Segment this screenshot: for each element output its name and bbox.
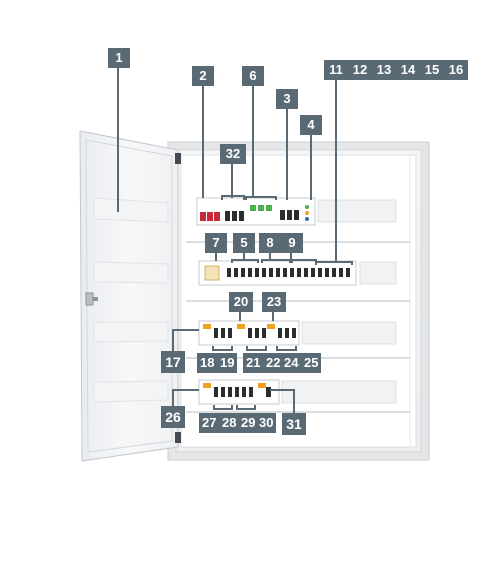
label-9: 9: [281, 233, 303, 253]
label-6: 6: [242, 66, 264, 86]
label-17: 17: [161, 351, 185, 373]
label-23: 23: [262, 292, 286, 312]
label-26: 26: [161, 406, 185, 428]
row1-devices: [196, 197, 316, 226]
label-20: 20: [229, 292, 253, 312]
label-14: 14: [396, 60, 420, 80]
leader-lines: [117, 66, 353, 415]
label-18: 18: [197, 353, 217, 373]
row3-devices: [198, 320, 300, 346]
label-21: 21: [243, 353, 263, 373]
label-25: 25: [301, 353, 321, 373]
label-28: 28: [219, 413, 239, 433]
label-22: 22: [263, 353, 283, 373]
label-30: 30: [256, 413, 276, 433]
label-7: 7: [205, 233, 227, 253]
label-8: 8: [259, 233, 281, 253]
label-27: 27: [199, 413, 219, 433]
label-5: 5: [233, 233, 255, 253]
label-13: 13: [372, 60, 396, 80]
label-19: 19: [217, 353, 237, 373]
row4-devices: [198, 379, 280, 405]
label-1: 1: [108, 48, 130, 68]
label-11: 11: [324, 60, 348, 80]
row2-devices: [198, 260, 357, 286]
label-29: 29: [238, 413, 258, 433]
label-3: 3: [276, 89, 298, 109]
label-31: 31: [282, 413, 306, 435]
open-door: [79, 130, 181, 462]
label-4: 4: [300, 115, 322, 135]
label-2: 2: [192, 66, 214, 86]
label-15: 15: [420, 60, 444, 80]
blank-covers: [281, 199, 397, 404]
label-32: 32: [220, 144, 246, 164]
label-12: 12: [348, 60, 372, 80]
label-16: 16: [444, 60, 468, 80]
label-24: 24: [281, 353, 301, 373]
